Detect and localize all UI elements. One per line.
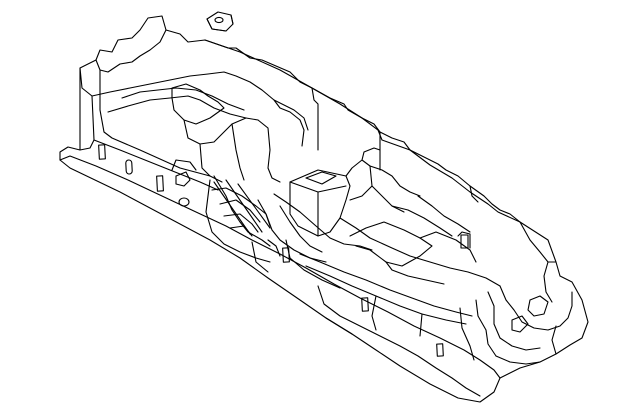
- clip-part: [206, 11, 234, 32]
- floor-panel-part: [59, 15, 589, 403]
